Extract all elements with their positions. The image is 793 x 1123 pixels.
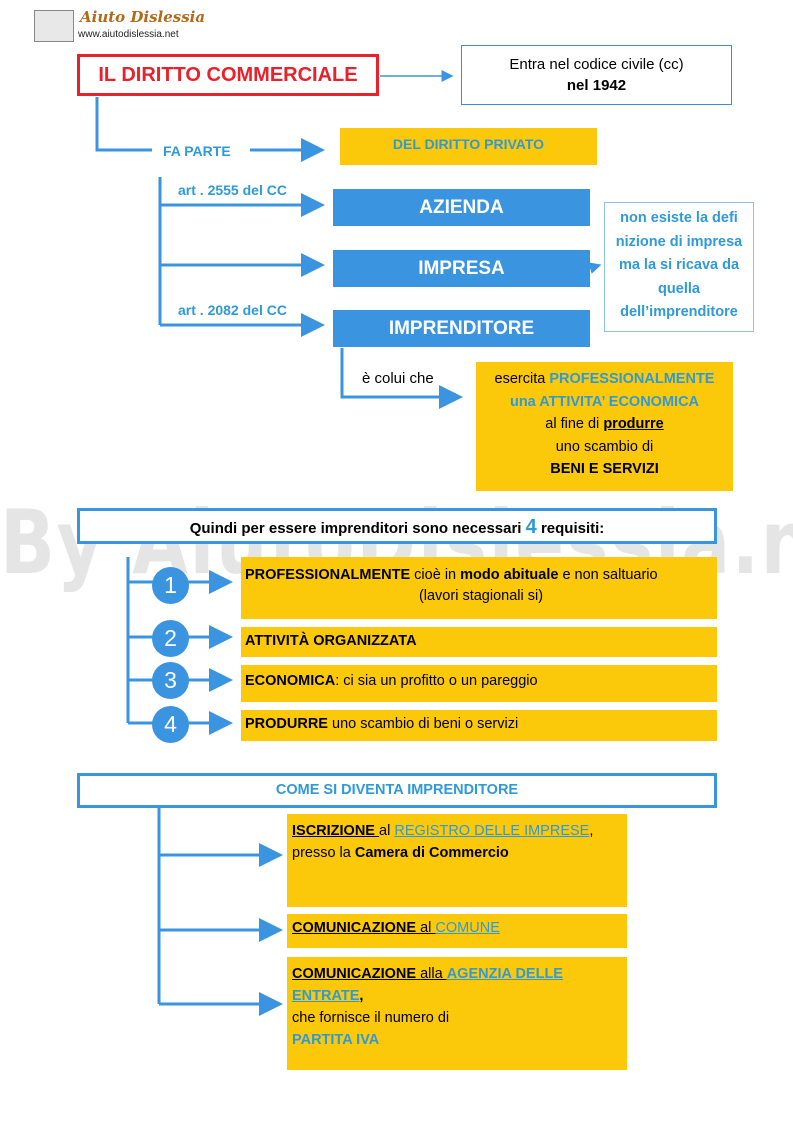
imprenditore-box: IMPRENDITORE (333, 310, 590, 347)
def-text: al fine di (545, 416, 604, 432)
art-2555-label: art . 2555 del CC (178, 182, 287, 198)
step3-entrate: ENTRATE (292, 988, 360, 1004)
step3-alla: alla (420, 966, 447, 982)
impresa-box: IMPRESA (333, 250, 590, 287)
def-scambio: uno scambio di (555, 438, 654, 455)
step2-comune: COMUNE (435, 920, 500, 936)
note-line: nizione di impresa (615, 233, 743, 250)
req-1-note: (lavori stagionali si) (418, 588, 544, 604)
req-1-text: cioè in (410, 567, 461, 583)
cc-line-2: nel 1942 (566, 77, 627, 94)
req-item-3: ECONOMICA: ci sia un profitto o un pareg… (241, 665, 717, 702)
req-number-4: 4 (152, 706, 189, 743)
def-bold: PROFESSIONALMENTE (549, 371, 715, 387)
step1-al: al (379, 823, 395, 839)
step3-bold: COMUNICAZIONE (292, 966, 421, 982)
note-line: dell’imprenditore (620, 304, 738, 320)
def-beni: BENI E SERVIZI (550, 461, 659, 477)
requirements-header: Quindi per essere imprenditori sono nece… (77, 508, 717, 544)
colui-che-label: è colui che (362, 370, 434, 387)
note-line: quella (658, 280, 700, 297)
diritto-privato-box: DEL DIRITTO PRIVATO (340, 128, 597, 165)
logo-title: Aiuto Dislessia (80, 8, 206, 26)
note-line: non esiste la defi (620, 210, 738, 226)
page-title: IL DIRITTO COMMERCIALE (77, 54, 379, 96)
impresa-note-box: non esiste la defi nizione di impresa ma… (604, 202, 754, 332)
step1-registro: REGISTRO DELLE IMPRESE (394, 823, 590, 839)
req-number-3: 3 (152, 662, 189, 699)
def-attivita: una ATTIVITA’ ECONOMICA (509, 393, 700, 410)
req-1-bold2: modo abituale (460, 567, 559, 583)
step2-al: al (420, 920, 436, 936)
def-produrre: produrre (603, 416, 664, 432)
req-number-1: 1 (152, 567, 189, 604)
logo-book-icon (34, 10, 74, 42)
step1-presso: presso la (292, 845, 355, 861)
logo-url: www.aiutodislessia.net (78, 29, 179, 40)
req-head-num: 4 (525, 516, 537, 538)
req-4-text: uno scambio di beni o servizi (327, 716, 519, 732)
cc-line-1: Entra nel codice civile (cc) (509, 56, 684, 73)
req-1-text2: e non saltuario (558, 567, 658, 583)
step2-bold: COMUNICAZIONE (292, 920, 421, 936)
req-number-2: 2 (152, 620, 189, 657)
step3-fornisce: che fornisce il numero di (292, 1010, 450, 1026)
fa-parte-label: FA PARTE (163, 143, 231, 159)
req-3-text: : ci sia un profitto o un pareggio (335, 673, 538, 689)
req-item-1: PROFESSIONALMENTE cioè in modo abituale … (241, 557, 717, 619)
art-2082-label: art . 2082 del CC (178, 302, 287, 318)
req-item-4: PRODURRE uno scambio di beni o servizi (241, 710, 717, 741)
req-1-bold: PROFESSIONALMENTE (245, 567, 411, 583)
req-head-a: Quindi per essere imprenditori sono nece… (189, 520, 526, 537)
req-3-bold: ECONOMICA (245, 673, 336, 689)
step1-bold: ISCRIZIONE (292, 823, 380, 839)
def-text: esercita (494, 371, 550, 387)
azienda-box: AZIENDA (333, 189, 590, 226)
step3-comma: , (359, 988, 364, 1004)
step-comune: COMUNICAZIONE al COMUNE (287, 914, 627, 948)
become-header: COME SI DIVENTA IMPRENDITORE (77, 773, 717, 808)
cc-info-box: Entra nel codice civile (cc) nel 1942 (461, 45, 732, 105)
step3-partita-iva: PARTITA IVA (292, 1032, 380, 1048)
step1-camera: Camera di Commercio (354, 845, 509, 861)
step-agenzia: COMUNICAZIONE alla AGENZIA DELLE ENTRATE… (287, 957, 627, 1070)
req-item-2: ATTIVITÀ ORGANIZZATA (241, 627, 717, 657)
step1-comma: , (589, 823, 594, 839)
step3-agenzia: AGENZIA DELLE (446, 966, 563, 982)
note-line: ma la si ricava da (618, 257, 740, 273)
req-4-bold: PRODURRE (245, 716, 328, 732)
step-iscrizione: ISCRIZIONE al REGISTRO DELLE IMPRESE, pr… (287, 814, 627, 907)
imprenditore-definition-box: esercita PROFESSIONALMENTE una ATTIVITA’… (476, 362, 733, 491)
req-head-b: requisiti: (536, 520, 605, 537)
